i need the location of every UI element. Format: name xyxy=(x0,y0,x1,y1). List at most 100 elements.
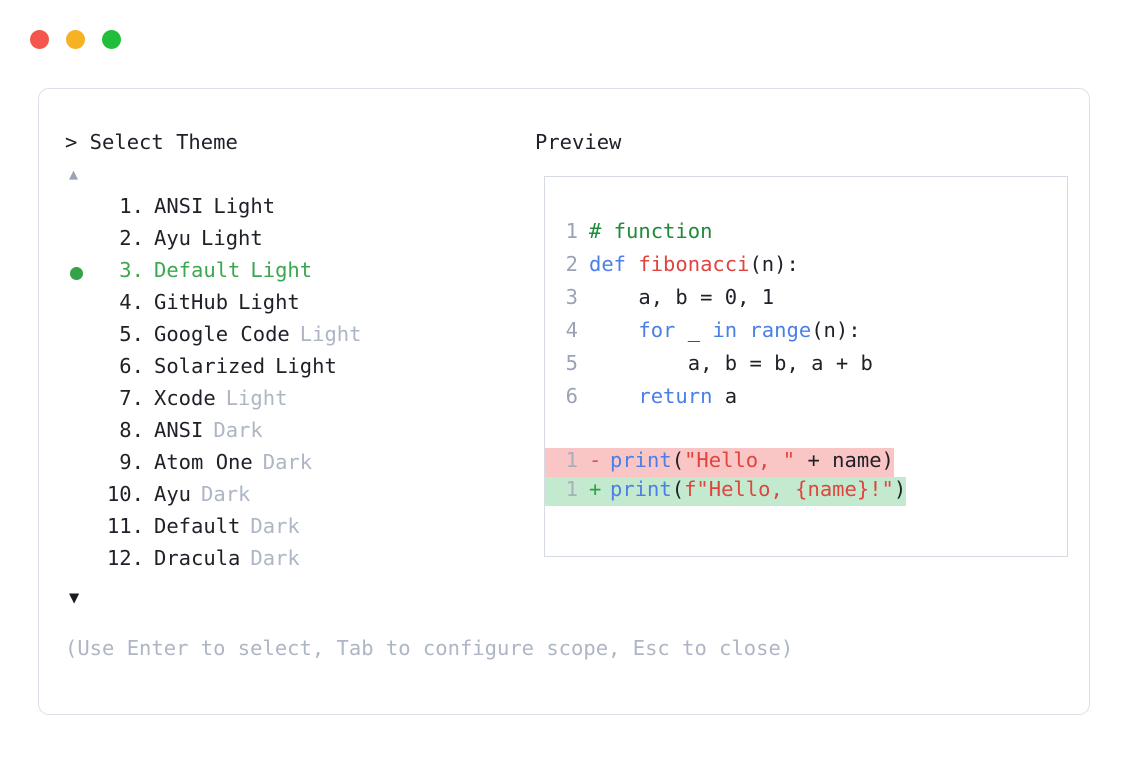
theme-bullet-cell xyxy=(65,395,100,408)
theme-item-index: 2. xyxy=(106,225,144,250)
theme-item-variant: Dark xyxy=(250,545,300,570)
code-line-number: 2 xyxy=(565,251,578,276)
code-line-text: def fibonacci(n): xyxy=(578,252,799,276)
theme-bullet-cell xyxy=(65,427,100,440)
diff-marker: - xyxy=(589,447,602,472)
code-line-number: 4 xyxy=(565,317,578,342)
theme-item-name: Atom One xyxy=(154,449,253,474)
theme-item-name: Ayu xyxy=(154,225,192,250)
code-line: 5 a, b = b, a + b xyxy=(545,351,1067,384)
window-titlebar xyxy=(30,30,121,49)
code-token: ( xyxy=(671,476,685,501)
diff-line-text: print(f"Hello, {name}!") xyxy=(599,477,906,501)
code-line: 1 # function xyxy=(545,219,1067,252)
theme-bullet-cell xyxy=(65,555,100,568)
theme-item-index: 7. xyxy=(106,385,144,410)
code-line-text: return a xyxy=(578,384,737,408)
code-line: 6 return a xyxy=(545,384,1067,417)
diff-marker: + xyxy=(589,476,602,501)
theme-item-variant: Dark xyxy=(250,513,300,538)
theme-item-variant: Light xyxy=(238,289,300,314)
code-token: _ xyxy=(675,317,713,342)
code-line-text: for _ in range(n): xyxy=(578,317,861,342)
page-title: > Select Theme xyxy=(65,130,238,154)
diff-sample: 1-print("Hello, " + name)1 +print(f"Hello… xyxy=(545,447,1067,506)
theme-item-name: ANSI xyxy=(154,417,204,442)
theme-item-name: Dracula xyxy=(154,545,241,570)
code-line-number: 1 xyxy=(565,218,578,243)
code-token: fibonacci xyxy=(638,251,750,276)
code-token xyxy=(589,384,638,408)
selected-bullet-icon xyxy=(70,267,83,281)
code-spacer xyxy=(545,417,1067,448)
code-token: ) xyxy=(893,476,907,501)
theme-item-variant: Light xyxy=(275,353,337,378)
theme-list-item[interactable]: 1. ANSI Light xyxy=(65,194,535,226)
code-token: a xyxy=(712,383,738,408)
theme-item-index: 1. xyxy=(106,193,144,218)
theme-bullet-cell xyxy=(65,491,100,504)
theme-bullet-cell xyxy=(65,203,100,216)
scroll-down-icon[interactable]: ▼ xyxy=(69,587,80,608)
theme-item-variant: Dark xyxy=(213,417,263,442)
code-line-number: 3 xyxy=(565,284,578,309)
theme-list-item[interactable]: 8. ANSI Dark xyxy=(65,418,535,450)
code-token: # function xyxy=(589,218,713,243)
theme-bullet-cell xyxy=(65,331,100,344)
theme-item-name: Ayu xyxy=(154,481,192,506)
code-token xyxy=(589,318,638,342)
theme-item-variant: Light xyxy=(213,193,276,218)
code-token: range xyxy=(749,317,812,342)
code-line-text: # function xyxy=(578,219,712,243)
diff-line-minus: 1-print("Hello, " + name) xyxy=(545,447,894,477)
code-token: def xyxy=(589,251,639,276)
window-maximize-button[interactable] xyxy=(102,30,121,49)
theme-item-variant: Light xyxy=(299,321,362,346)
theme-item-index: 8. xyxy=(106,417,144,442)
code-token: print xyxy=(610,447,672,472)
code-line-text: a, b = 0, 1 xyxy=(578,285,774,309)
theme-item-index: 11. xyxy=(106,513,144,538)
theme-bullet-cell xyxy=(65,363,100,376)
preview-title: Preview xyxy=(535,130,622,154)
theme-bullet-cell xyxy=(65,523,100,536)
theme-item-name: Solarized xyxy=(154,353,266,378)
diff-line-number: 1 xyxy=(565,476,578,501)
code-token: (n): xyxy=(749,251,799,276)
theme-list-item[interactable]: 9. Atom One Dark xyxy=(65,450,535,482)
code-token: for xyxy=(638,317,676,342)
theme-item-index: 10. xyxy=(106,481,144,506)
window-minimize-button[interactable] xyxy=(66,30,85,49)
theme-list-item[interactable]: 5. Google Code Light xyxy=(65,322,535,354)
theme-item-name: ANSI xyxy=(154,193,204,218)
theme-item-name: Google Code xyxy=(154,321,290,346)
code-line: 3 a, b = 0, 1 xyxy=(545,285,1067,318)
theme-bullet-cell xyxy=(65,267,100,281)
theme-item-index: 5. xyxy=(106,321,144,346)
theme-item-index: 9. xyxy=(106,449,144,474)
code-token: (n): xyxy=(811,317,861,342)
code-line-number: 5 xyxy=(565,350,578,375)
theme-bullet-cell xyxy=(65,235,100,248)
window-close-button[interactable] xyxy=(30,30,49,49)
theme-item-variant: Dark xyxy=(262,449,313,474)
theme-item-variant: Light xyxy=(250,257,313,282)
code-line-number: 6 xyxy=(565,383,578,408)
theme-item-index: 4. xyxy=(106,289,144,314)
theme-item-variant: Light xyxy=(225,385,288,410)
scroll-up-icon[interactable]: ▲ xyxy=(69,164,79,183)
theme-item-index: 3. xyxy=(106,257,144,282)
diff-line-text: print("Hello, " + name) xyxy=(599,448,894,472)
